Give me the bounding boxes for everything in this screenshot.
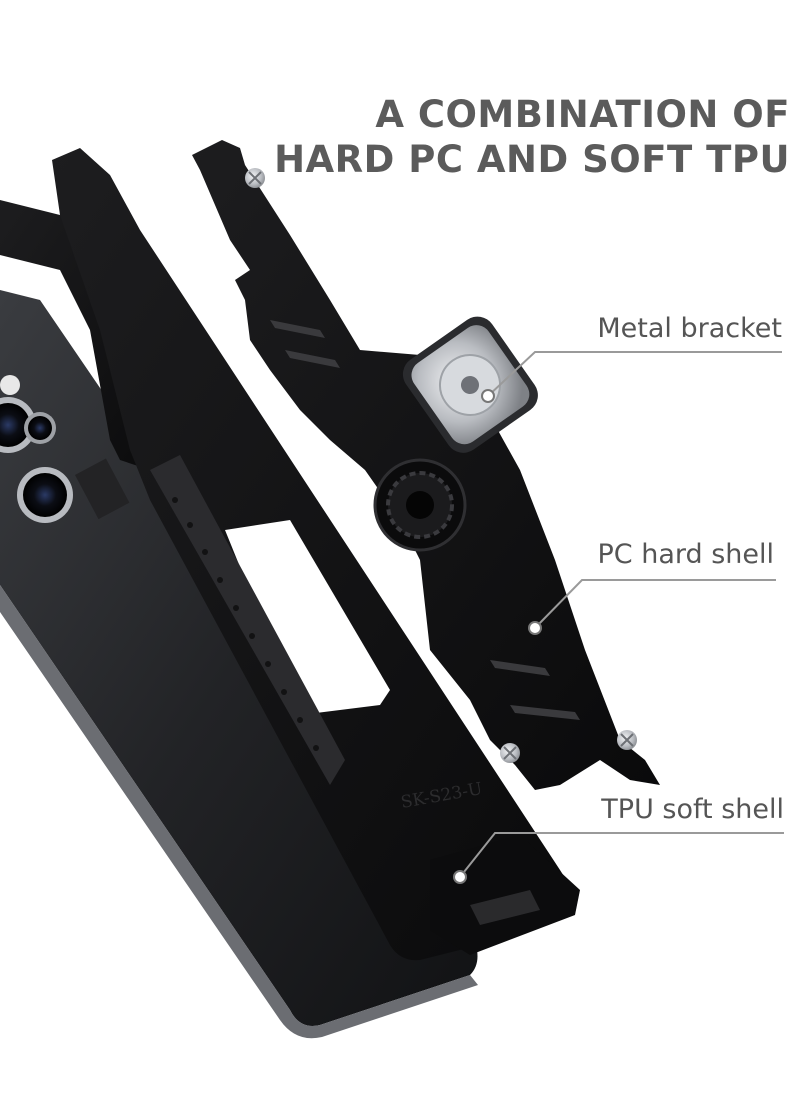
magnet-mount-icon	[373, 458, 467, 552]
grip-texture	[172, 497, 319, 751]
screw-icon	[245, 168, 637, 763]
pc-hard-shell-label: PC hard shell	[597, 539, 774, 570]
pc-hard-shell	[192, 140, 660, 790]
tpu-soft-shell: SK-S23-U	[0, 148, 580, 961]
metal-ring-bracket	[402, 316, 538, 453]
metal-bracket-label: Metal bracket	[597, 313, 782, 344]
callout-leaders	[459, 351, 784, 878]
shell-ridges	[270, 320, 580, 720]
callout-dots	[453, 389, 542, 884]
headline-line-1: A COMBINATION OF	[375, 93, 790, 136]
tpu-soft-shell-label: TPU soft shell	[601, 794, 784, 825]
headline-line-2: HARD PC AND SOFT TPU	[274, 138, 790, 181]
camera-icon	[0, 375, 73, 523]
headline: A COMBINATION OF HARD PC AND SOFT TPU	[274, 92, 790, 182]
